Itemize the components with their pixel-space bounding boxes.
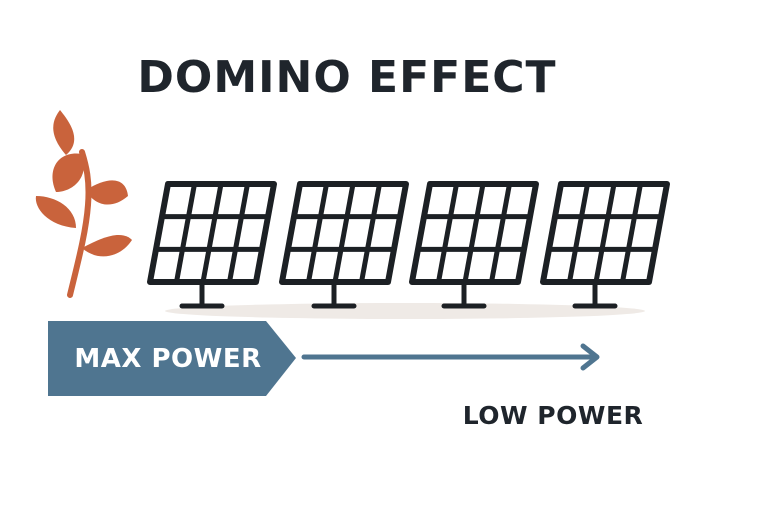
solar-panel-icon (279, 181, 409, 309)
low-power-label: LOW POWER (463, 401, 644, 430)
solar-panel-icon (147, 181, 277, 309)
solar-panel-icon (540, 181, 670, 309)
max-power-badge: MAX POWER (48, 321, 296, 396)
arrow-right-icon (301, 343, 600, 371)
ground-shadow (165, 303, 645, 319)
max-power-label: MAX POWER (74, 344, 261, 374)
solar-panel-icon (409, 181, 539, 309)
diagram-title: DOMINO EFFECT (137, 52, 556, 103)
leaf-icon (35, 110, 132, 298)
